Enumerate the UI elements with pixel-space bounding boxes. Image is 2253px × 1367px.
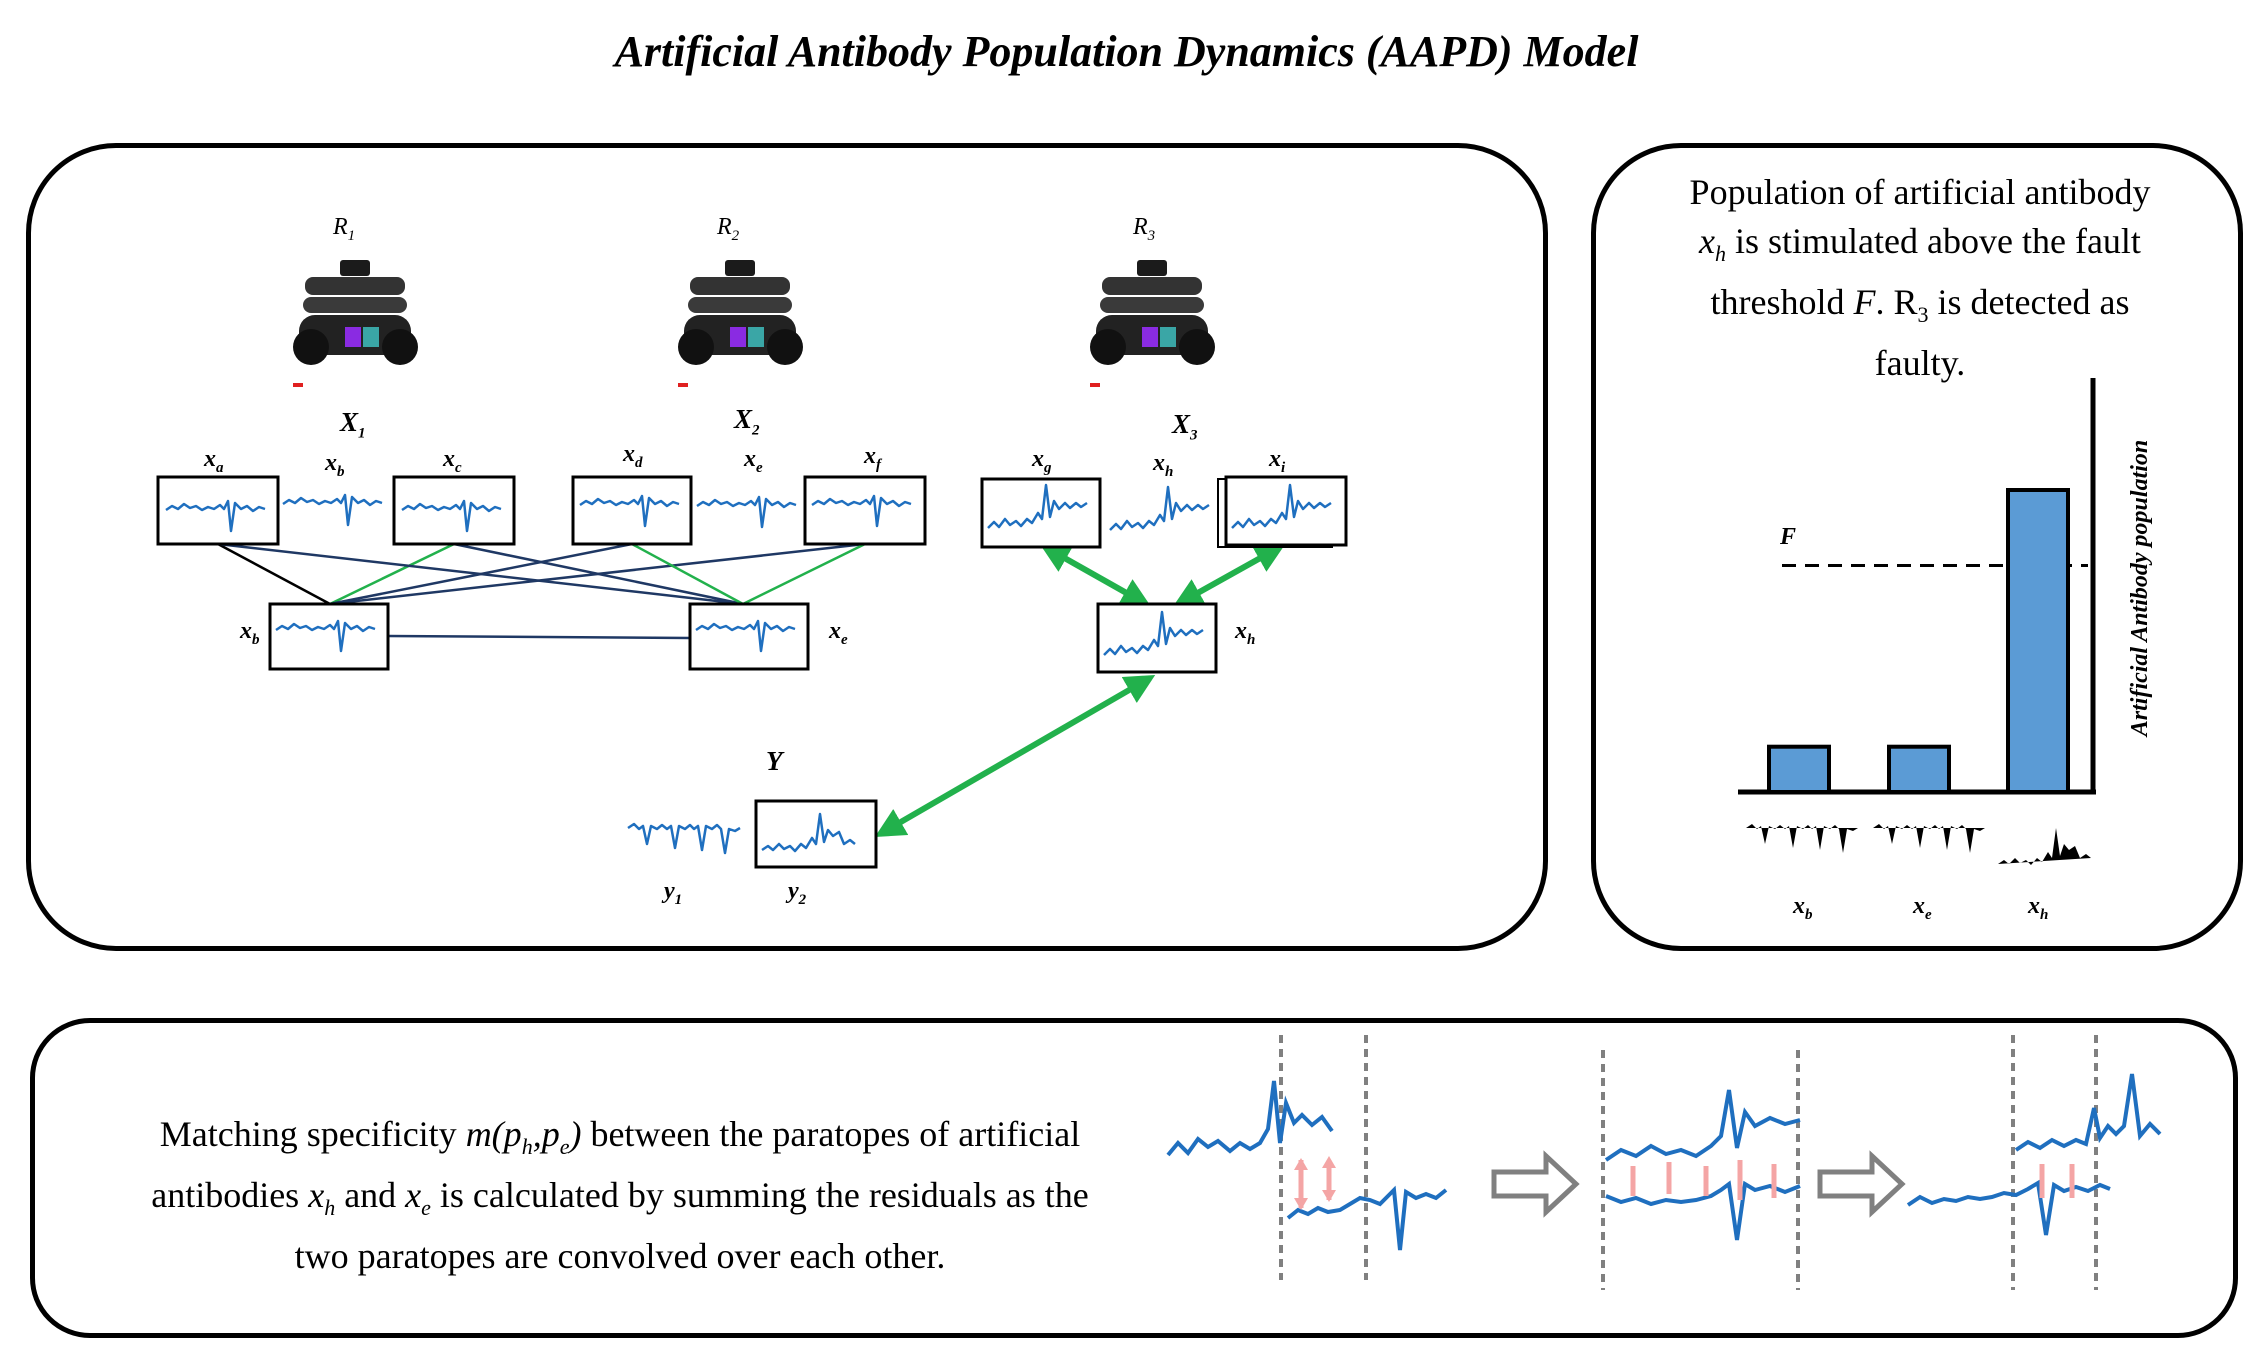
- group-label-x1: X1: [340, 407, 366, 442]
- threshold-label: F: [1780, 524, 1797, 550]
- conv2-signal-h: [1604, 1089, 1801, 1162]
- signal-xh-top: [1109, 485, 1210, 531]
- conv-step-3: [1906, 1035, 2162, 1290]
- arrow-xg-xh: [1039, 544, 1152, 607]
- box-xh: [1096, 602, 1218, 674]
- population-chart: Artificial Antibody population: [1738, 378, 2153, 867]
- output-label-y2: y2: [788, 878, 807, 908]
- signal-y2: [761, 812, 856, 853]
- chart-label-xh: xh: [2028, 893, 2049, 923]
- arrow-xi-xh: [1172, 544, 1286, 607]
- edge-xa-xb: [217, 542, 331, 606]
- signal-xc: [401, 499, 502, 533]
- antibody-label-xd: xd: [623, 441, 643, 471]
- page-title: Artificial Antibody Population Dynamics …: [614, 27, 1639, 76]
- chart-signal-xh: [1996, 826, 2093, 867]
- edge-xc-xe: [453, 542, 744, 606]
- signal-xf: [811, 494, 912, 528]
- convolution-illustration: [1166, 1035, 2162, 1290]
- edge-xc-xb: [329, 542, 455, 606]
- antibody-label-xa: xa: [204, 446, 224, 476]
- robot-r1-icon: [293, 260, 418, 387]
- chart-signal-xe: [1871, 822, 1987, 855]
- bar-xe: [1887, 744, 1951, 795]
- conv3-arrows: [2039, 1164, 2075, 1198]
- signal-xi: [1231, 483, 1332, 529]
- box-xb: [268, 602, 390, 671]
- population-panel: [1591, 143, 2243, 951]
- conv-step-2: [1601, 1050, 1801, 1290]
- conv2-signal-e: [1605, 1180, 1801, 1241]
- robot-label-r2: R2: [717, 214, 740, 244]
- antibody-label-xh: xh: [1153, 450, 1174, 480]
- signal-xa: [165, 499, 266, 533]
- box-xe: [688, 602, 810, 671]
- chart-label-xe: xe: [1913, 893, 1932, 923]
- conv1-signal-h: [1166, 1080, 1334, 1157]
- box-y2: [754, 799, 878, 869]
- box-xa: [156, 475, 280, 546]
- group-label-x2: X2: [734, 404, 760, 439]
- conv1-signal-e: [1286, 1185, 1448, 1251]
- robot-label-r1: R1: [333, 214, 356, 244]
- conv2-arrows: [1630, 1160, 1777, 1200]
- output-label-y1: y1: [664, 878, 683, 908]
- output-label-y: Y: [766, 746, 783, 776]
- selected-label-xb: xb: [240, 618, 260, 648]
- signal-xe-box: [695, 619, 796, 653]
- signal-xe-top: [696, 495, 797, 529]
- robot-label-r3: R3: [1133, 214, 1156, 244]
- chart-label-xb: xb: [1793, 893, 1813, 923]
- edge-xa-xe: [217, 542, 744, 606]
- box-xd: [571, 475, 693, 546]
- conv3-signal-e: [1906, 1179, 2111, 1236]
- signal-xh-box: [1103, 610, 1204, 656]
- selected-label-xe: xe: [829, 618, 848, 648]
- edge-xd-xe: [631, 542, 744, 606]
- edge-xf-xe: [742, 542, 866, 606]
- robot-r3-icon: [1090, 260, 1215, 387]
- population-description: Population of artificial antibody xh is …: [1689, 172, 2151, 384]
- bar-xb: [1767, 744, 1831, 795]
- group-label-x3: X3: [1172, 409, 1198, 444]
- conv-step-1: [1166, 1035, 1448, 1280]
- signal-xg: [987, 483, 1088, 529]
- signal-traces: [165, 483, 1332, 855]
- antibody-label-xc: xc: [443, 446, 462, 476]
- antibody-label-xe: xe: [744, 446, 763, 476]
- next-arrow-1: [1491, 1150, 1580, 1218]
- selected-label-xh: xh: [1235, 618, 1256, 648]
- next-arrow-2: [1817, 1150, 1906, 1218]
- antibody-label-xi: xi: [1269, 446, 1286, 476]
- edge-xb-xe: [387, 634, 691, 640]
- signal-xb-top: [282, 493, 383, 527]
- bar-xh: [2006, 488, 2070, 794]
- arrow-xh-y2: [874, 674, 1156, 838]
- box-xf: [803, 475, 927, 546]
- signal-xb-box: [275, 619, 376, 653]
- chart-ylabel: Artificial Antibody population: [2127, 440, 2153, 738]
- matching-description: Matching specificity m(ph,pe) between th…: [151, 1114, 1089, 1277]
- box-xg: [980, 477, 1102, 549]
- antibody-label-xb: xb: [325, 450, 345, 480]
- antibody-label-xg: xg: [1032, 446, 1052, 476]
- signal-xd: [579, 494, 680, 528]
- box-xc: [392, 475, 516, 546]
- robot-r2-icon: [678, 260, 803, 387]
- conv3-signal-h: [2014, 1073, 2162, 1152]
- chart-signal-xb: [1744, 822, 1860, 855]
- antibody-label-xf: xf: [864, 443, 881, 473]
- signal-y1: [627, 822, 741, 855]
